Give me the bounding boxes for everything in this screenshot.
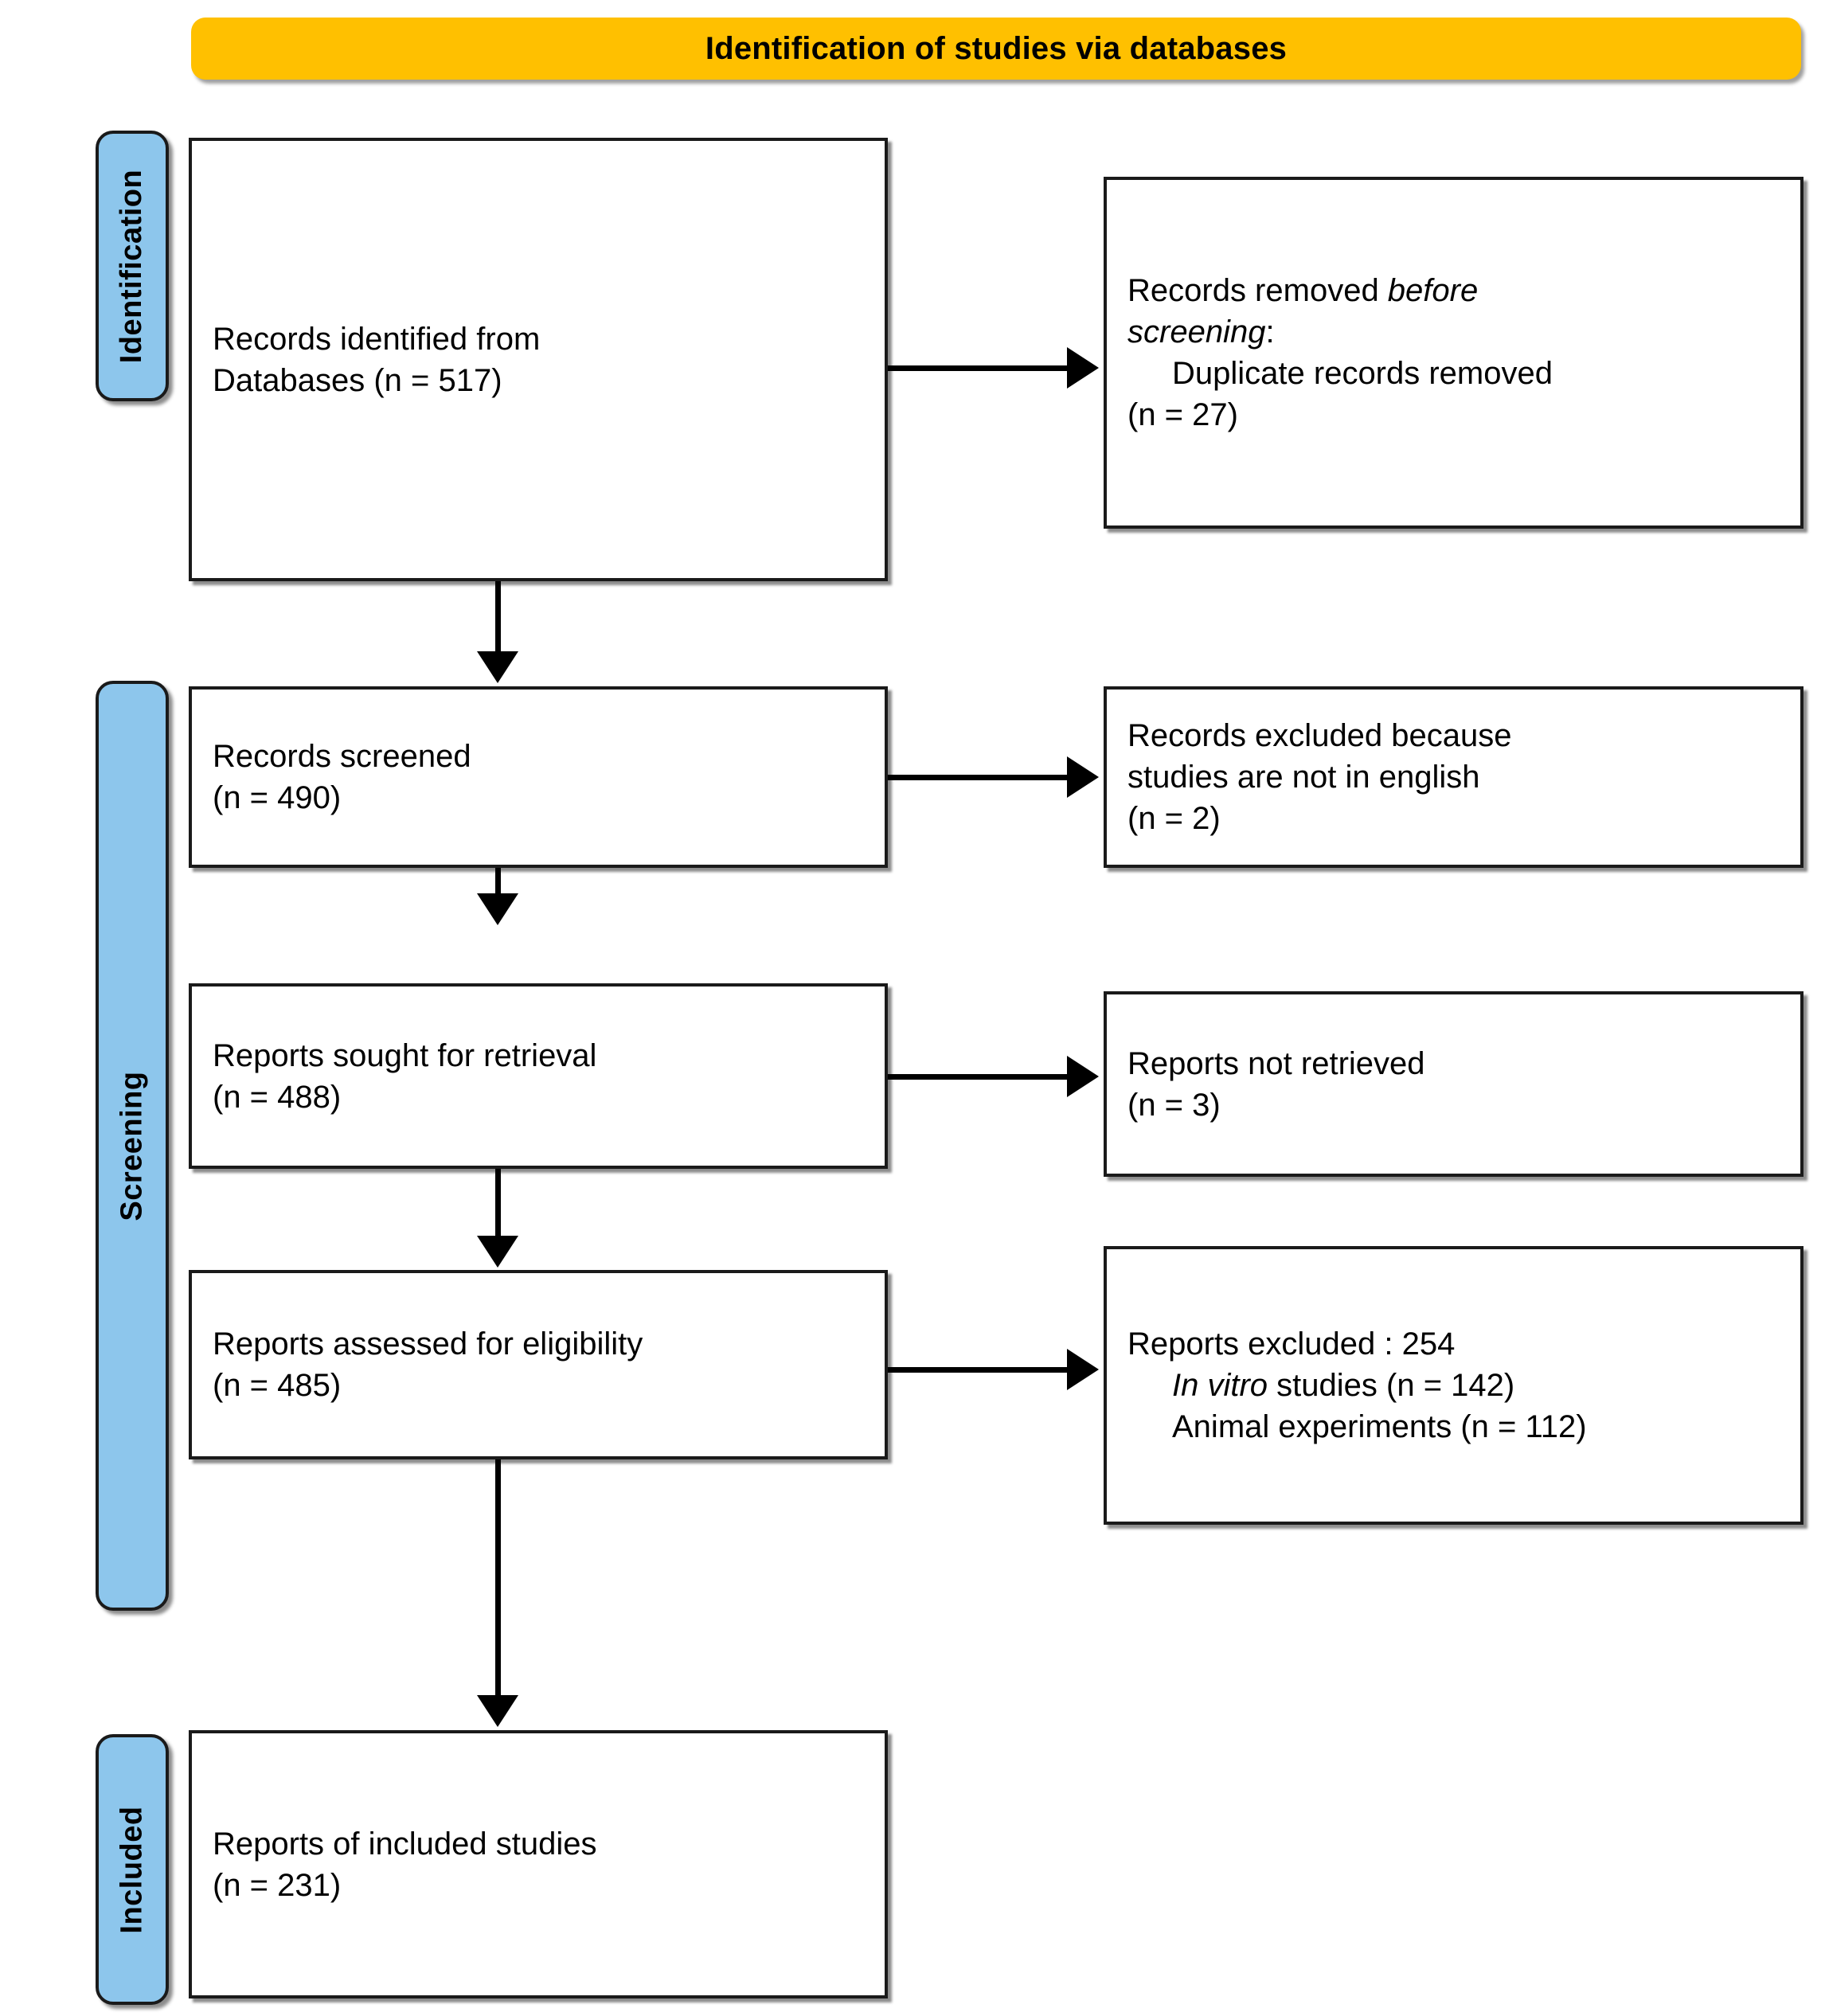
- records-removed-line1-prefix: Records removed: [1127, 273, 1388, 308]
- connector-screened-to-excluded-arrow: [1067, 756, 1099, 798]
- reports-excluded-line1: Reports excluded : 254: [1127, 1326, 1456, 1362]
- reports-not-retrieved-text: Reports not retrieved (n = 3): [1127, 1043, 1780, 1126]
- records-removed-line4: (n = 27): [1127, 397, 1238, 432]
- records-removed-line2-suffix: :: [1265, 315, 1275, 350]
- connector-assessed-to-included-line: [495, 1459, 501, 1698]
- reports-assessed-text: Reports assessed for eligibility (n = 48…: [213, 1323, 864, 1406]
- reports-excluded-line2-suffix: studies (n = 142): [1268, 1368, 1515, 1403]
- records-identified-line2: Databases (n = 517): [213, 362, 502, 398]
- connector-identified-to-screened-arrow: [477, 651, 518, 683]
- records-removed-line1-italic: before: [1387, 273, 1479, 308]
- connector-identified-to-removed-arrow: [1067, 347, 1099, 389]
- reports-assessed-line2: (n = 485): [213, 1368, 342, 1403]
- connector-identified-to-screened-line: [495, 581, 501, 654]
- records-identified-line1: Records identified from: [213, 321, 541, 357]
- reports-not-retrieved-line1: Reports not retrieved: [1127, 1045, 1425, 1081]
- reports-sought-text: Reports sought for retrieval (n = 488): [213, 1035, 864, 1118]
- box-reports-of-included-studies: Reports of included studies (n = 231): [189, 1730, 888, 1998]
- connector-assessed-to-excluded-line: [888, 1367, 1067, 1373]
- stage-label-screening: Screening: [96, 681, 169, 1611]
- reports-excluded-line2: In vitro studies (n = 142): [1127, 1365, 1780, 1406]
- connector-sought-to-not-retrieved-arrow: [1067, 1056, 1099, 1097]
- connector-sought-to-assessed-line: [495, 1169, 501, 1239]
- records-screened-line2: (n = 490): [213, 780, 342, 815]
- records-identified-text: Records identified from Databases (n = 5…: [213, 318, 864, 401]
- box-reports-excluded: Reports excluded : 254 In vitro studies …: [1104, 1246, 1804, 1525]
- reports-sought-line1: Reports sought for retrieval: [213, 1037, 597, 1073]
- stage-label-included: Included: [96, 1734, 169, 2005]
- connector-assessed-to-included-arrow: [477, 1695, 518, 1727]
- connector-sought-to-assessed-arrow: [477, 1236, 518, 1268]
- connector-assessed-to-excluded-arrow: [1067, 1349, 1099, 1390]
- records-removed-line3: Duplicate records removed: [1172, 356, 1553, 391]
- stage-screening-text: Screening: [115, 1070, 149, 1221]
- reports-included-line1: Reports of included studies: [213, 1826, 597, 1862]
- connector-identified-to-removed-line: [888, 365, 1067, 371]
- connector-screened-to-excluded-line: [888, 775, 1067, 780]
- box-reports-assessed-for-eligibility: Reports assessed for eligibility (n = 48…: [189, 1270, 888, 1459]
- reports-assessed-line1: Reports assessed for eligibility: [213, 1326, 643, 1362]
- records-excluded-line3: (n = 2): [1127, 801, 1221, 836]
- banner-identification-via-databases: Identification of studies via databases: [191, 18, 1801, 80]
- box-records-excluded-not-english: Records excluded because studies are not…: [1104, 686, 1804, 868]
- reports-excluded-detail-text: Reports excluded : 254 In vitro studies …: [1127, 1323, 1780, 1448]
- records-removed-line2-italic: screening: [1127, 315, 1266, 350]
- box-reports-not-retrieved: Reports not retrieved (n = 3): [1104, 991, 1804, 1177]
- records-removed-text: Records removed before screening: Duplic…: [1127, 270, 1780, 436]
- records-screened-text: Records screened (n = 490): [213, 736, 864, 819]
- records-screened-line1: Records screened: [213, 739, 471, 774]
- connector-screened-to-sought-line: [495, 868, 501, 900]
- records-excluded-line1: Records excluded because: [1127, 718, 1512, 753]
- box-records-screened: Records screened (n = 490): [189, 686, 888, 868]
- records-excluded-text: Records excluded because studies are not…: [1127, 715, 1780, 839]
- box-reports-sought-for-retrieval: Reports sought for retrieval (n = 488): [189, 983, 888, 1169]
- connector-screened-to-sought-arrow: [477, 893, 518, 925]
- stage-identification-text: Identification: [115, 169, 149, 363]
- reports-not-retrieved-line2: (n = 3): [1127, 1087, 1221, 1123]
- reports-excluded-line3: Animal experiments (n = 112): [1172, 1409, 1587, 1444]
- box-records-identified: Records identified from Databases (n = 5…: [189, 138, 888, 581]
- connector-sought-to-not-retrieved-line: [888, 1074, 1067, 1080]
- reports-excluded-line2-italic: In vitro: [1172, 1368, 1268, 1403]
- records-excluded-line2: studies are not in english: [1127, 760, 1480, 795]
- banner-title: Identification of studies via databases: [705, 30, 1288, 66]
- reports-included-text: Reports of included studies (n = 231): [213, 1823, 864, 1906]
- reports-sought-line2: (n = 488): [213, 1079, 342, 1115]
- reports-included-line2: (n = 231): [213, 1867, 342, 1903]
- stage-included-text: Included: [115, 1805, 149, 1934]
- box-records-removed-before-screening: Records removed before screening: Duplic…: [1104, 177, 1804, 529]
- stage-label-identification: Identification: [96, 131, 169, 401]
